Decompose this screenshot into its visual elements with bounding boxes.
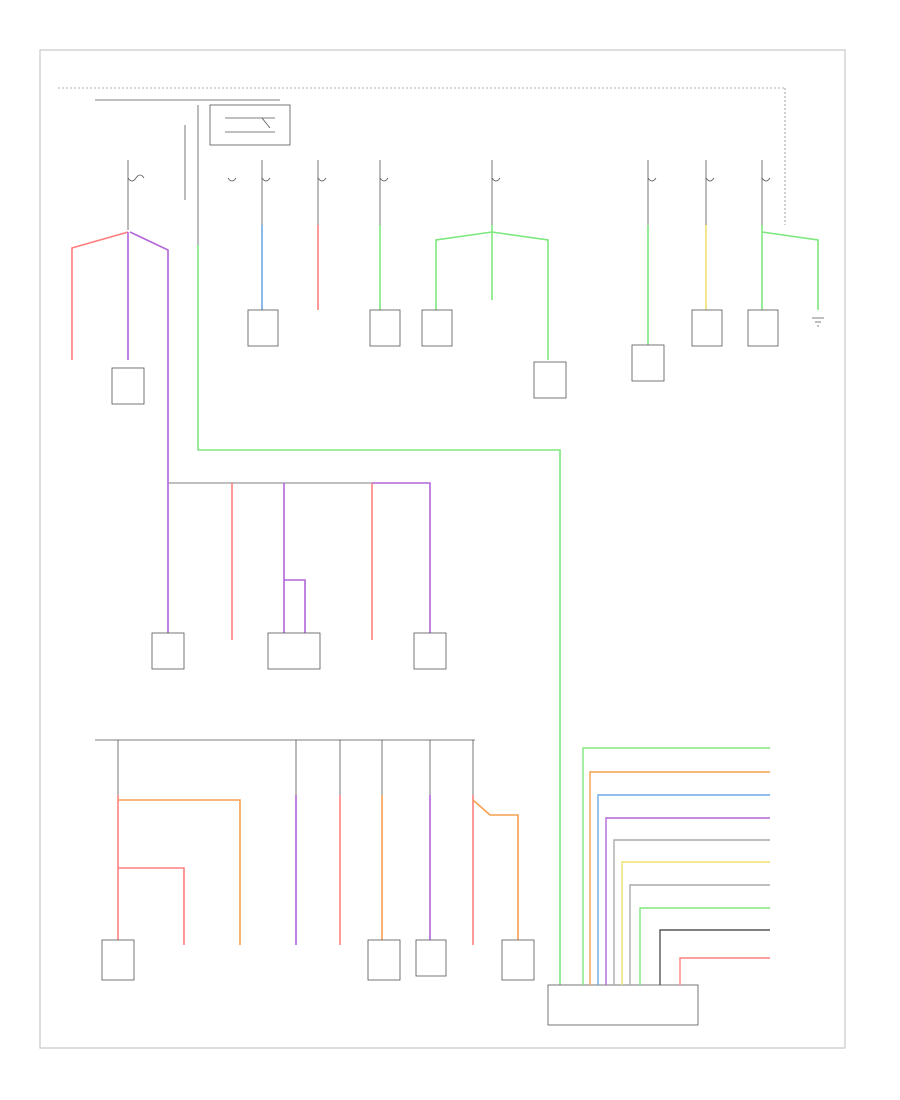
components-lower xyxy=(101,939,535,981)
components-top xyxy=(111,309,824,405)
fuse-row-top xyxy=(127,160,771,230)
diagram-frame xyxy=(39,49,846,1049)
wires-middle xyxy=(167,470,431,640)
fuse-4-icon xyxy=(317,177,327,182)
fuse-1-icon xyxy=(127,174,145,182)
connector-block xyxy=(547,747,770,1026)
wires-top xyxy=(71,225,819,985)
fuse-5-icon xyxy=(379,177,389,182)
fuse-row-lower xyxy=(117,740,474,795)
fuse-9-icon xyxy=(761,177,771,182)
fuse-8-icon xyxy=(705,177,715,182)
fuse-2-icon xyxy=(227,177,237,182)
fuse-6-icon xyxy=(491,177,501,182)
relay-block xyxy=(184,104,291,245)
wires-lower xyxy=(117,795,519,945)
fuse-3-icon xyxy=(261,177,271,182)
fuse-7-icon xyxy=(647,177,657,182)
components-middle xyxy=(151,632,447,670)
